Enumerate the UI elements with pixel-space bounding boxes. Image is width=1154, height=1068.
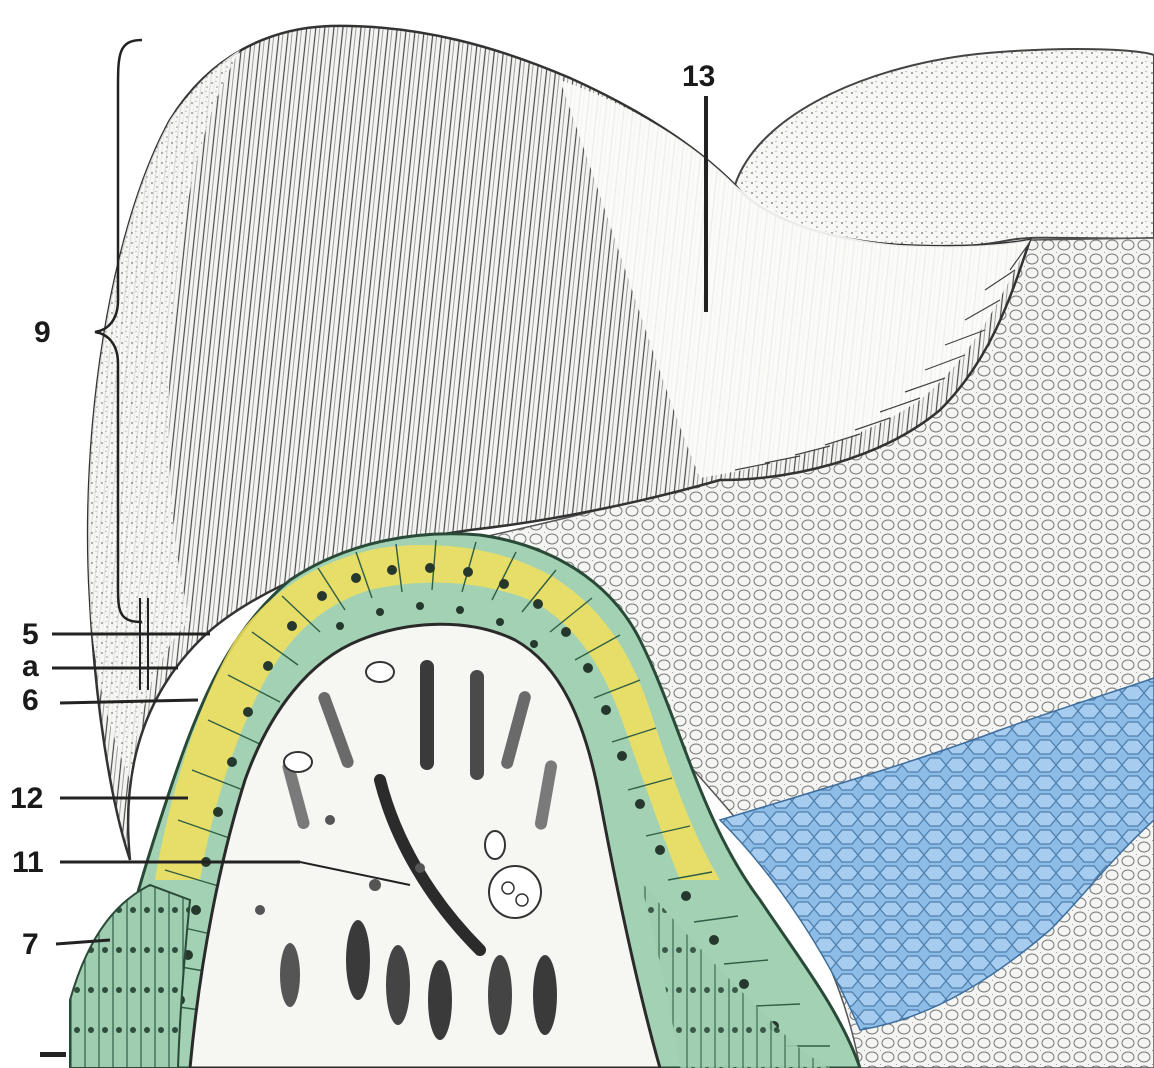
label-9: 9: [34, 318, 51, 348]
upper-right-lobe: [735, 49, 1154, 248]
lower-left-epithelium: [70, 885, 190, 1068]
label-a: a: [22, 652, 39, 682]
label-5: 5: [22, 620, 39, 650]
label-12: 12: [10, 784, 43, 814]
corner-mark: [40, 1052, 66, 1057]
label-6: 6: [22, 686, 39, 716]
leader-6: [60, 700, 198, 703]
label-7: 7: [22, 930, 39, 960]
label-11: 11: [12, 848, 44, 878]
label-13: 13: [682, 62, 715, 92]
